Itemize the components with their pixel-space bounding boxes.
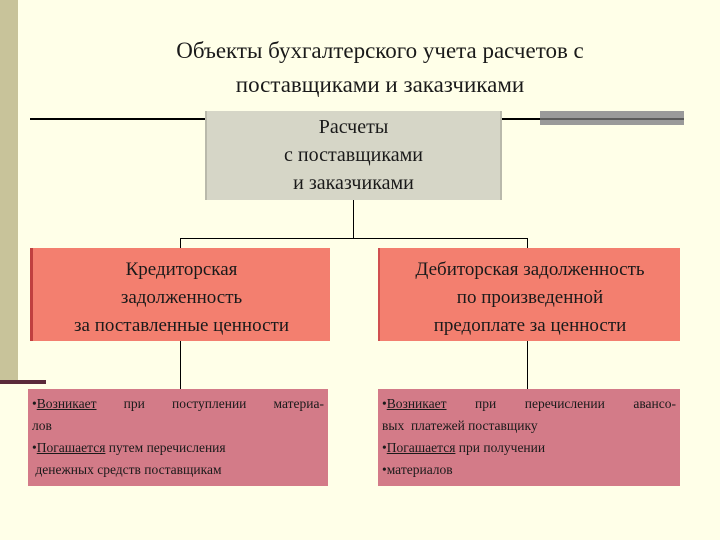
connector-horizontal [180,238,528,239]
keyword-repaid: Погашается [386,440,456,455]
credit-debt-box: Кредиторская задолженность за поставленн… [30,248,330,341]
debit-detail-item-2: •Погашается при получении [382,437,676,459]
slide-title: Объекты бухгалтерского учета расчетов с … [60,34,700,102]
credit-detail-item-2-cont: денежных средств поставщикам [32,462,222,477]
credit-detail-item-1-cont: лов [32,418,52,433]
debit-detail-text: при перечислении авансо- [446,396,676,411]
root-node-box: Расчеты с поставщиками и заказчиками [205,111,502,200]
bullet: • [382,396,387,411]
keyword-repaid: Погашается [36,440,106,455]
slide-title-line-1: Объекты бухгалтерского учета расчетов с [176,38,584,63]
connector-root-vertical [353,200,354,239]
credit-detail-text: путем перечисления [105,440,226,455]
root-node-line-3: и заказчиками [293,172,414,194]
credit-detail-item-1: •Возникает при поступлении материа- [32,393,324,415]
bullet: • [382,462,387,477]
debit-debt-box: Дебиторская задолженность по произведенн… [378,248,680,341]
credit-debt-line-2: задолженность [120,287,243,308]
decorative-side-bar [0,0,18,380]
credit-details-box: •Возникает при поступлении материа- лов … [28,389,328,486]
root-node-line-2: с поставщиками [283,144,423,166]
credit-debt-line-1: Кредиторская [125,259,238,280]
debit-detail-item-1-cont: вых платежей поставщику [382,418,538,433]
debit-debt-line-3: предоплате за ценности [433,315,627,336]
connector-right-details [527,341,528,389]
credit-detail-text: при поступлении материа- [96,396,324,411]
keyword-arises: Возникает [386,396,447,411]
root-node-line-1: Расчеты [318,116,389,138]
bullet: • [32,440,37,455]
connector-left-down [180,238,181,248]
bullet: • [32,396,37,411]
slide-title-line-2: поставщиками и заказчиками [235,72,525,97]
credit-debt-line-3: за поставленные ценности [74,315,289,336]
keyword-arises: Возникает [36,396,97,411]
bullet: • [382,440,387,455]
debit-debt-line-2: по произведенной [456,287,604,308]
credit-detail-item-2: •Погашается путем перечисления [32,437,324,459]
decorative-side-line [0,380,46,384]
debit-details-box: •Возникает при перечислении авансо- вых … [378,389,680,486]
decorative-strip-line [540,118,684,120]
debit-detail-item-3: •материалов [382,459,676,481]
debit-detail-text: материалов [386,462,453,477]
connector-left-details [180,341,181,389]
debit-debt-line-1: Дебиторская задолженность [415,259,645,280]
connector-right-down [527,238,528,248]
debit-detail-text: при получении [455,440,546,455]
debit-detail-item-1: •Возникает при перечислении авансо- [382,393,676,415]
